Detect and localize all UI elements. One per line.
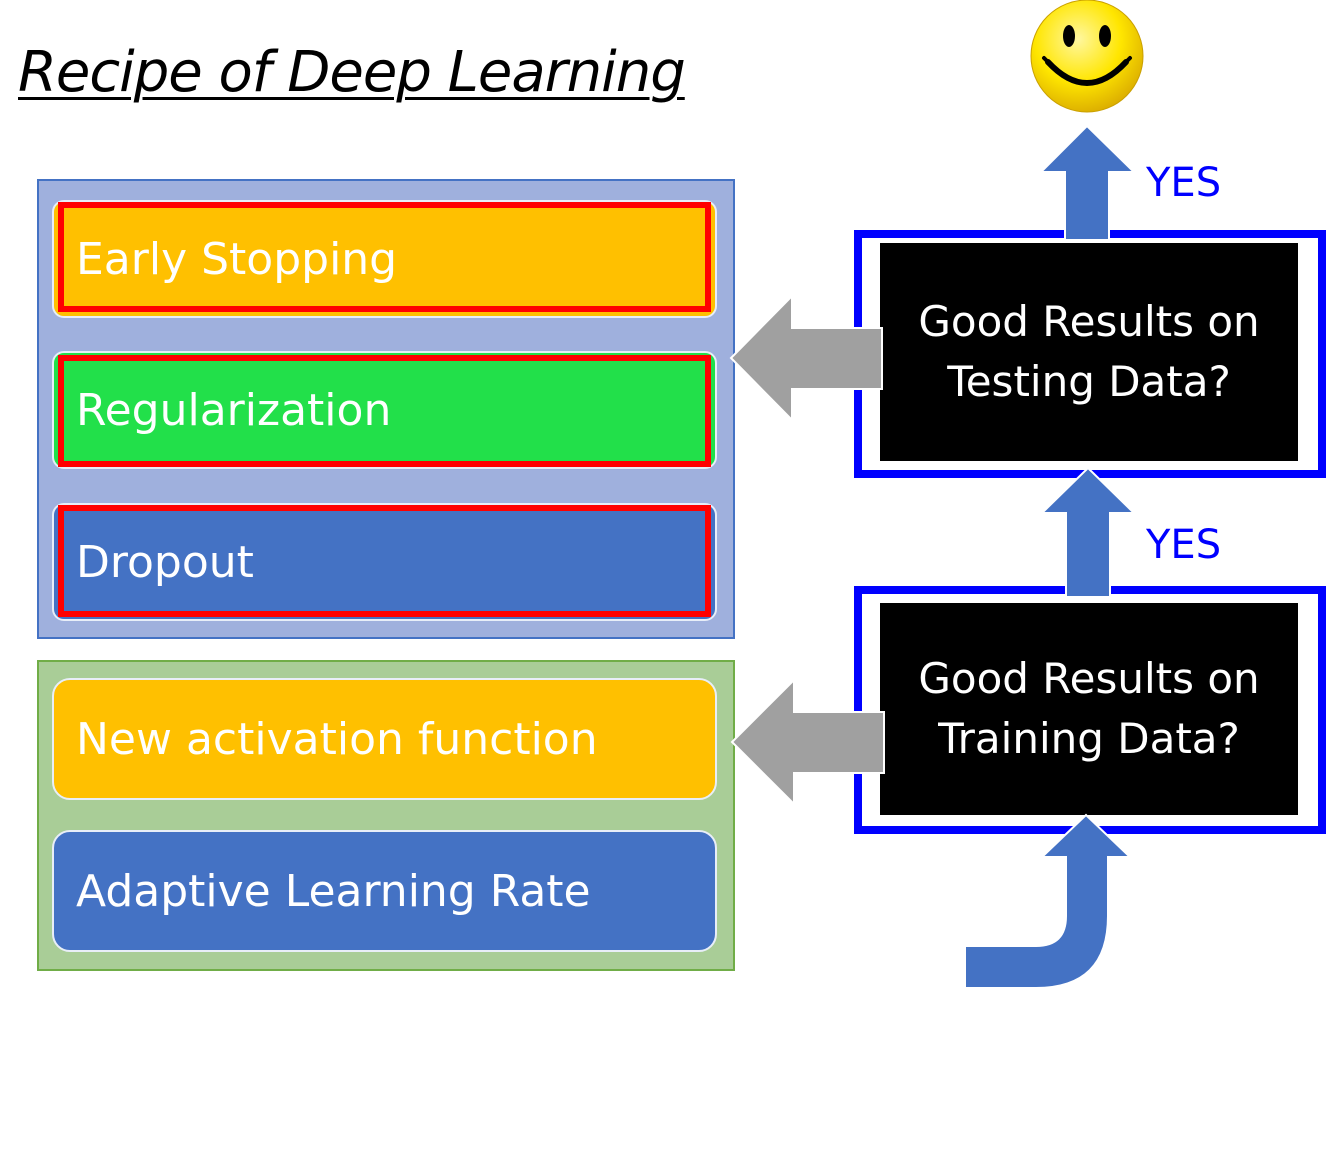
up-arrow-icon bbox=[1039, 466, 1137, 598]
testing-line2: Testing Data? bbox=[947, 357, 1231, 406]
testing-data-box: Good Results on Testing Data? bbox=[880, 243, 1298, 461]
testing-line1: Good Results on bbox=[918, 297, 1260, 346]
training-line2: Training Data? bbox=[938, 714, 1240, 763]
smiley-face-icon bbox=[1030, 0, 1144, 113]
early-stopping-label: Early Stopping bbox=[76, 233, 398, 285]
left-arrow-icon bbox=[729, 293, 883, 423]
regularization-label: Regularization bbox=[76, 384, 392, 436]
yes-bottom-label: YES bbox=[1146, 522, 1222, 568]
up-arrow-icon bbox=[1038, 124, 1137, 241]
training-line1: Good Results on bbox=[918, 654, 1260, 703]
new-activation-item: New activation function bbox=[52, 678, 717, 800]
early-stopping-item: Early Stopping bbox=[52, 200, 717, 318]
new-activation-label: New activation function bbox=[76, 713, 598, 765]
adaptive-lr-item: Adaptive Learning Rate bbox=[52, 830, 717, 952]
page-title: Recipe of Deep Learning bbox=[18, 40, 686, 105]
adaptive-lr-label: Adaptive Learning Rate bbox=[76, 865, 591, 917]
curved-up-arrow-icon bbox=[964, 813, 1133, 989]
yes-top-label: YES bbox=[1146, 160, 1222, 206]
left-arrow-icon bbox=[730, 677, 885, 807]
training-data-box: Good Results on Training Data? bbox=[880, 603, 1298, 815]
dropout-item: Dropout bbox=[52, 503, 717, 621]
regularization-item: Regularization bbox=[52, 351, 717, 469]
dropout-label: Dropout bbox=[76, 536, 254, 588]
